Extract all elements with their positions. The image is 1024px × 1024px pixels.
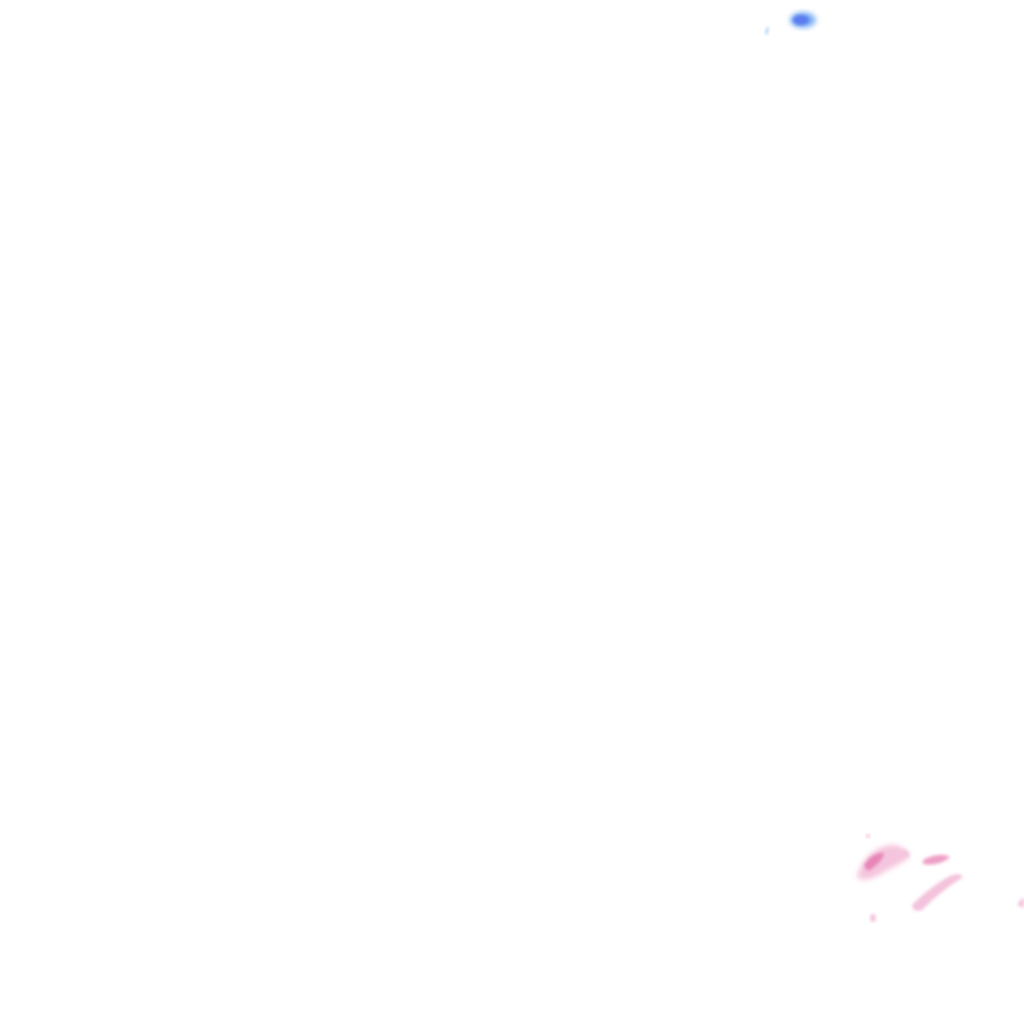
mixed-precip-speck xyxy=(870,914,876,922)
mixed-precip-blob xyxy=(857,844,910,880)
mixed-precip-edge xyxy=(1017,898,1024,908)
mixed-precip-tail xyxy=(912,874,963,911)
rain-cell-streak xyxy=(765,27,769,35)
mixed-precip-wisp xyxy=(901,849,910,858)
mixed-precip-core xyxy=(864,852,884,871)
mixed-precip-cell-group xyxy=(857,834,1024,922)
mixed-precip-speck xyxy=(866,834,870,838)
rain-cell-core xyxy=(793,15,809,25)
mixed-precip-band xyxy=(923,854,950,865)
rain-cell-group-top xyxy=(765,12,816,35)
